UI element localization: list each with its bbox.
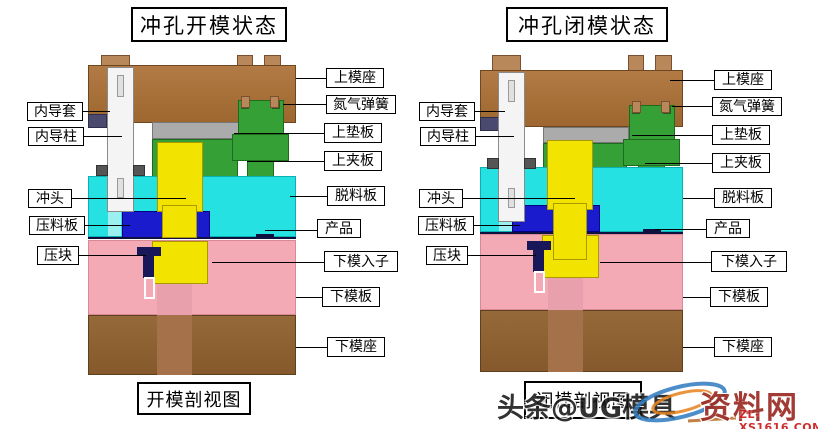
leader-line xyxy=(85,225,130,226)
label-inner-guide-pillar: 内导柱 xyxy=(28,127,84,146)
label-upper-backing-plate: 上垫板 xyxy=(712,125,770,145)
leader-line xyxy=(476,136,514,137)
label-punch: 冲头 xyxy=(28,189,72,208)
pillar-slot xyxy=(117,75,124,97)
label-product: 产品 xyxy=(317,219,361,238)
leader-line xyxy=(655,229,706,230)
label-inner-guide-pillar: 内导柱 xyxy=(420,127,476,146)
label-upper-die-base: 上模座 xyxy=(714,70,772,90)
spring-pin xyxy=(241,96,250,108)
label-product: 产品 xyxy=(706,219,750,238)
guide-sleeve-retainer xyxy=(88,114,107,128)
pressure-block xyxy=(533,245,544,272)
open-state-title: 冲孔开模状态 xyxy=(131,7,287,42)
leader-line xyxy=(645,163,712,164)
label-punch: 冲头 xyxy=(419,189,463,208)
guide-sleeve-retainer xyxy=(480,117,499,131)
die-bore xyxy=(548,278,583,310)
ejector-bore xyxy=(548,310,583,372)
label-inner-guide-sleeve: 内导套 xyxy=(419,102,475,121)
leader-line xyxy=(83,111,110,112)
punch xyxy=(157,142,203,212)
pressure-block xyxy=(143,251,154,278)
watermark-site-url: ZL-XS1616.COM xyxy=(739,408,818,429)
leader-line xyxy=(683,198,714,199)
leader-line xyxy=(670,80,714,81)
leader-line xyxy=(672,106,712,107)
punch-tip xyxy=(162,205,197,238)
label-lower-die-insert: 下模入子 xyxy=(711,251,787,272)
leader-line xyxy=(283,104,326,105)
block-screw xyxy=(144,277,155,299)
leader-line xyxy=(296,78,326,79)
leader-line xyxy=(296,347,327,348)
label-stripper-plate: 脱料板 xyxy=(714,188,772,208)
punch xyxy=(547,140,593,210)
upper-backing-plate xyxy=(152,122,240,139)
pillar-slot xyxy=(117,178,124,198)
leader-line xyxy=(463,198,575,199)
leader-line xyxy=(234,133,324,134)
spring-pin xyxy=(661,101,670,113)
watermark-site-name: 资料网 xyxy=(700,390,799,426)
leader-line xyxy=(290,196,327,197)
leader-line xyxy=(84,136,122,137)
product-edge xyxy=(256,234,274,238)
leader-line xyxy=(212,262,324,263)
sleeve-flange xyxy=(524,158,536,169)
sleeve-flange xyxy=(487,158,499,169)
leader-line xyxy=(632,135,712,136)
product-edge xyxy=(643,229,661,233)
label-pressure-block: 压块 xyxy=(37,246,79,265)
spring-pin xyxy=(270,96,279,108)
ejector-bore xyxy=(157,315,192,375)
watermark-logo-icon xyxy=(633,381,737,423)
product-strip xyxy=(88,237,296,239)
leader-line xyxy=(474,225,520,226)
label-upper-clamp-plate: 上夹板 xyxy=(712,153,770,173)
label-lower-die-base: 下模座 xyxy=(327,337,385,357)
pillar-slot xyxy=(508,80,515,102)
leader-line xyxy=(265,230,317,231)
closed-state-title: 冲孔闭模状态 xyxy=(506,7,668,42)
spring-pin xyxy=(632,101,641,113)
leader-line xyxy=(683,297,710,298)
label-pressure-plate: 压料板 xyxy=(418,216,474,235)
die-bore xyxy=(157,284,192,315)
sleeve-flange xyxy=(96,165,108,176)
label-lower-die-plate: 下模板 xyxy=(322,287,380,307)
label-nitrogen-spring: 氮气弹簧 xyxy=(712,97,782,116)
leader-line xyxy=(683,347,714,348)
label-upper-backing-plate: 上垫板 xyxy=(324,123,382,143)
leader-line xyxy=(468,255,536,256)
leader-line xyxy=(600,262,711,263)
lower-die-base xyxy=(88,315,296,375)
sleeve-flange xyxy=(133,165,145,176)
label-lower-die-insert: 下模入子 xyxy=(324,251,398,272)
nitrogen-spring xyxy=(232,134,289,161)
label-stripper-plate: 脱料板 xyxy=(327,186,385,206)
closed-state-diagram xyxy=(409,0,818,429)
open-state-caption: 开模剖视图 xyxy=(137,382,251,415)
label-upper-clamp-plate: 上夹板 xyxy=(324,151,382,171)
label-lower-die-base: 下模座 xyxy=(714,337,772,357)
leader-line xyxy=(72,198,186,199)
nitrogen-spring xyxy=(623,139,680,166)
open-state-diagram xyxy=(88,55,296,375)
block-screw xyxy=(534,271,545,293)
punch-tip xyxy=(553,203,587,260)
label-pressure-block: 压块 xyxy=(426,246,468,265)
label-nitrogen-spring: 氮气弹簧 xyxy=(326,95,396,114)
leader-line xyxy=(475,111,505,112)
label-lower-die-plate: 下模板 xyxy=(710,287,768,307)
label-inner-guide-sleeve: 内导套 xyxy=(27,102,83,121)
leader-line xyxy=(247,161,324,162)
leader-line xyxy=(79,255,146,256)
closed-state-caption: 闭模剖视图 xyxy=(524,381,642,419)
label-pressure-plate: 压料板 xyxy=(29,216,85,235)
lower-die-insert xyxy=(152,241,208,284)
label-upper-die-base: 上模座 xyxy=(326,68,384,88)
leader-line xyxy=(296,297,322,298)
